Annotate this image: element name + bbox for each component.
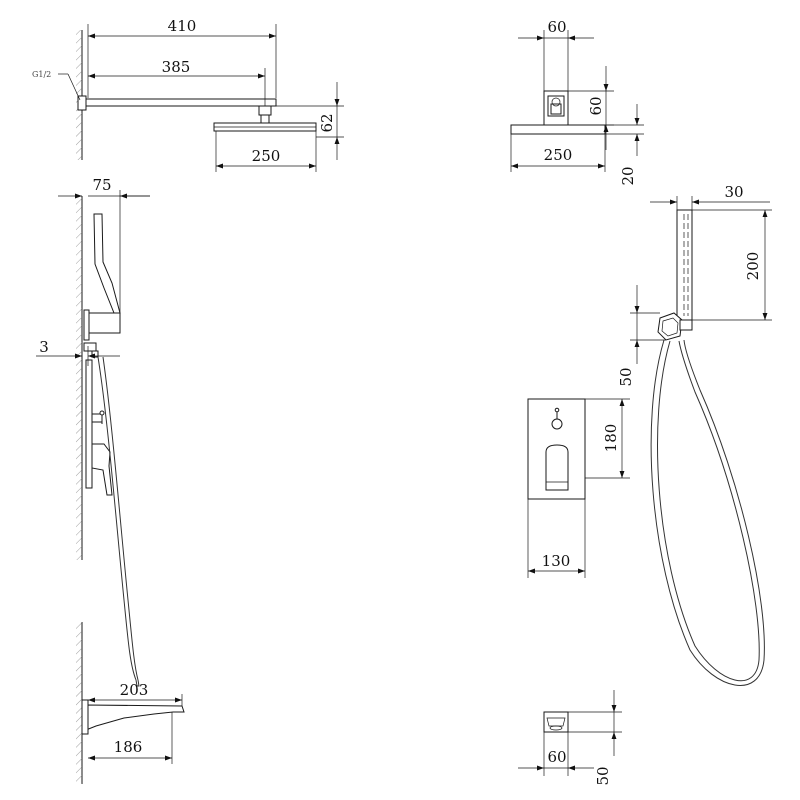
dimension-valve-width: 130 — [527, 499, 586, 578]
dimension-spout-height: 50 — [568, 690, 622, 786]
dimension-head-width-side: 250 — [215, 131, 317, 172]
dim-label-3: 3 — [39, 338, 49, 356]
dim-label-50-spout: 50 — [594, 766, 612, 785]
front-view-hose — [650, 339, 765, 686]
dimension-head-thickness: 20 — [605, 104, 644, 186]
dim-label-203: 203 — [120, 681, 149, 699]
front-view-shower-head — [510, 90, 606, 135]
dimension-head-drop: 62 — [276, 82, 344, 160]
dim-label-20: 20 — [619, 166, 637, 185]
dim-label-50-elbow: 50 — [617, 367, 635, 386]
dim-label-385: 385 — [162, 58, 191, 76]
dim-label-62: 62 — [318, 113, 336, 132]
dimension-arm-length: 385 — [88, 58, 266, 106]
dim-label-410: 410 — [168, 17, 197, 35]
dimension-holder-width: 30 — [650, 183, 770, 210]
dimension-head-width-front: 250 — [510, 134, 606, 172]
dimension-holder-depth: 75 — [58, 176, 150, 313]
dimension-wall-gap: 3 — [36, 338, 120, 366]
dimension-spout-top: 203 — [88, 681, 183, 706]
dimension-arm-total: 410 — [87, 17, 277, 98]
front-view-valve — [527, 398, 586, 500]
dimension-mount-width: 60 — [518, 18, 594, 91]
dim-label-75: 75 — [92, 176, 111, 194]
dim-label-180: 180 — [602, 424, 620, 453]
side-view-shower-arm — [76, 30, 317, 160]
dimension-mount-height: 60 — [568, 66, 614, 150]
front-view-handset-holder — [657, 209, 693, 341]
dimension-spout-width: 60 — [518, 732, 594, 776]
dim-label-60-width: 60 — [547, 18, 566, 36]
dim-label-130: 130 — [542, 552, 571, 570]
thread-callout: G1/2 — [32, 70, 81, 101]
dimension-spout-bottom: 186 — [88, 712, 173, 764]
side-view-hose — [97, 356, 140, 687]
dim-label-250-front: 250 — [544, 146, 573, 164]
dim-label-200: 200 — [744, 252, 762, 281]
dim-label-60-spout: 60 — [547, 748, 566, 766]
dim-label-30: 30 — [724, 183, 743, 201]
dimension-valve-height: 180 — [585, 398, 630, 479]
side-view-wall-assembly — [76, 196, 185, 784]
dim-label-60-height: 60 — [587, 96, 605, 115]
dim-label-250-side: 250 — [252, 147, 281, 165]
dimension-elbow-height: 50 — [617, 285, 666, 387]
thread-label: G1/2 — [32, 70, 51, 79]
dimension-holder-height: 200 — [692, 209, 772, 321]
front-view-spout — [543, 711, 569, 733]
dim-label-186: 186 — [114, 738, 143, 756]
